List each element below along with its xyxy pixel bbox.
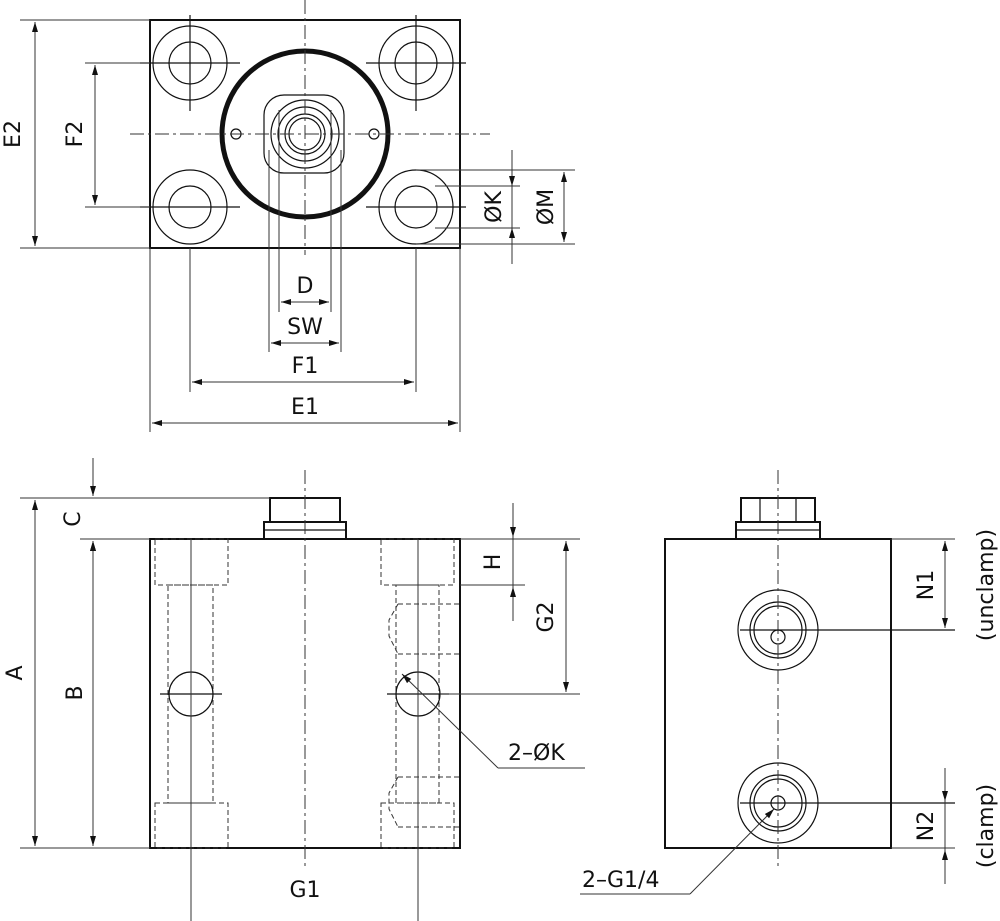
dim-label-D: D (297, 274, 314, 299)
note-clamp: (clamp) (974, 784, 999, 868)
dim-label-H: H (481, 554, 506, 571)
dim-label-N1: N1 (914, 570, 939, 600)
dim-label-E2: E2 (1, 120, 26, 148)
note-unclamp: (unclamp) (974, 529, 999, 641)
dim-label-F1: F1 (292, 354, 319, 379)
dim-label-C: C (61, 511, 86, 526)
side-view: N1 (unclamp) N2 (clamp) 2–G1/4 (580, 470, 999, 895)
dim-label-F2: F2 (63, 121, 88, 148)
callout-ports: 2–G1/4 (582, 868, 659, 893)
dim-label-G2: G2 (534, 601, 559, 632)
dim-label-G1: G1 (289, 878, 320, 903)
dim-label-phiM: ØM (534, 189, 559, 225)
dim-label-B: B (63, 685, 88, 700)
dim-label-phiK: ØK (482, 191, 507, 223)
front-view: C A B H G2 2–ØK G1 (3, 458, 585, 921)
callout-holes: 2–ØK (508, 741, 565, 766)
top-view: E2 F2 ØK ØM D SW F1 E (1, 0, 575, 432)
dim-label-SW: SW (287, 315, 323, 340)
dim-label-A: A (3, 665, 28, 680)
dim-label-E1: E1 (291, 395, 319, 420)
dim-label-N2: N2 (914, 811, 939, 841)
